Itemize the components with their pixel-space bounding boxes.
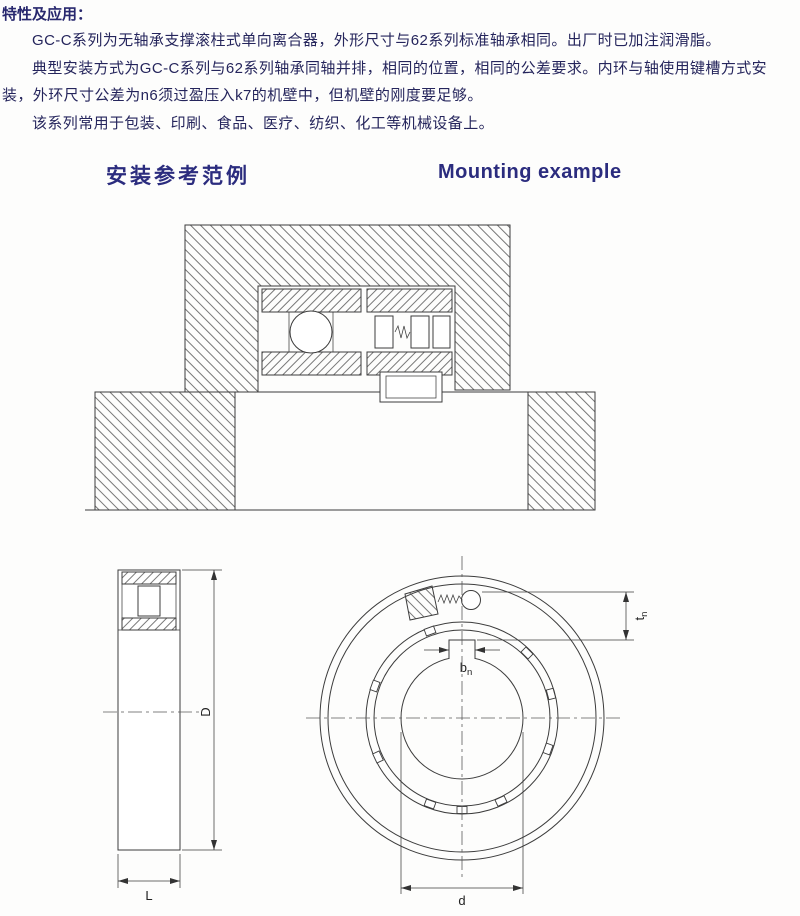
outer-ring-section xyxy=(121,571,177,585)
cage-rollers xyxy=(369,625,557,814)
keyway-mask xyxy=(449,637,475,660)
dimension-t: tn xyxy=(477,591,650,641)
detail-roller xyxy=(461,590,481,610)
heading-mounting-example-en: Mounting example xyxy=(438,161,622,183)
shaft-right-section xyxy=(527,391,596,511)
cross-section-view xyxy=(85,224,596,511)
cage-roller xyxy=(542,742,554,756)
ball-bearing-section xyxy=(261,288,362,376)
intro-paragraph-2: 典型安装方式为GC-C系列与62系列轴承同轴并排，相同的位置，相同的公差要求。内… xyxy=(2,59,768,105)
technical-drawing: D L xyxy=(85,224,650,908)
sprag-spring-detail xyxy=(404,585,481,621)
bearing-ball xyxy=(289,310,333,354)
dimension-L: L xyxy=(117,854,181,903)
cage-roller xyxy=(545,687,557,701)
dim-label-outer-diameter: D xyxy=(198,707,213,716)
cage-roller xyxy=(494,795,508,807)
clutch-roller xyxy=(410,315,430,349)
inner-ring-section xyxy=(121,617,177,631)
section-title: 特性及应用： xyxy=(2,6,93,23)
sprag-wedge xyxy=(404,585,439,621)
front-view: d tn bn xyxy=(306,556,650,908)
clutch-spring xyxy=(394,324,411,340)
bearing-inner-ring xyxy=(261,351,362,376)
shaft-left-section xyxy=(94,391,236,511)
keyway-outline xyxy=(385,375,437,399)
bearing-outer-ring xyxy=(261,288,362,313)
intro-text-block: 特性及应用： GC-C系列为无轴承支撑滚柱式单向离合器，外形尺寸与62系列标准轴… xyxy=(0,0,800,137)
key-section xyxy=(379,371,443,403)
cage-roller xyxy=(372,750,384,764)
cage-roller xyxy=(423,625,437,637)
clutch-roller xyxy=(374,315,394,349)
dim-label-width: L xyxy=(145,888,152,903)
heading-mounting-example-zh: 安装参考范例 xyxy=(106,165,250,188)
ring-side-profile xyxy=(117,569,181,851)
dimension-D: D xyxy=(182,569,222,851)
side-view: D L xyxy=(103,569,222,903)
spring-zigzag xyxy=(437,593,463,605)
clutch-section xyxy=(366,288,453,376)
dimension-d: d xyxy=(400,732,524,908)
clutch-outer-ring xyxy=(366,288,453,313)
roller-section xyxy=(137,585,161,617)
clutch-roller xyxy=(432,315,451,349)
dim-label-key-depth: tn xyxy=(632,612,650,621)
dimension-b: bn xyxy=(424,647,500,678)
intro-paragraph-1: GC-C系列为无轴承支撑滚柱式单向离合器，外形尺寸与62系列标准轴承相同。出厂时… xyxy=(32,32,721,49)
dim-label-bore-diameter: d xyxy=(458,893,465,908)
cage-roller xyxy=(520,646,534,660)
dim-label-key-width: bn xyxy=(460,660,473,678)
cage-roller xyxy=(369,679,381,693)
cage-roller xyxy=(423,798,437,810)
intro-paragraph-3: 该系列常用于包装、印刷、食品、医疗、纺织、化工等机械设备上。 xyxy=(32,114,495,132)
